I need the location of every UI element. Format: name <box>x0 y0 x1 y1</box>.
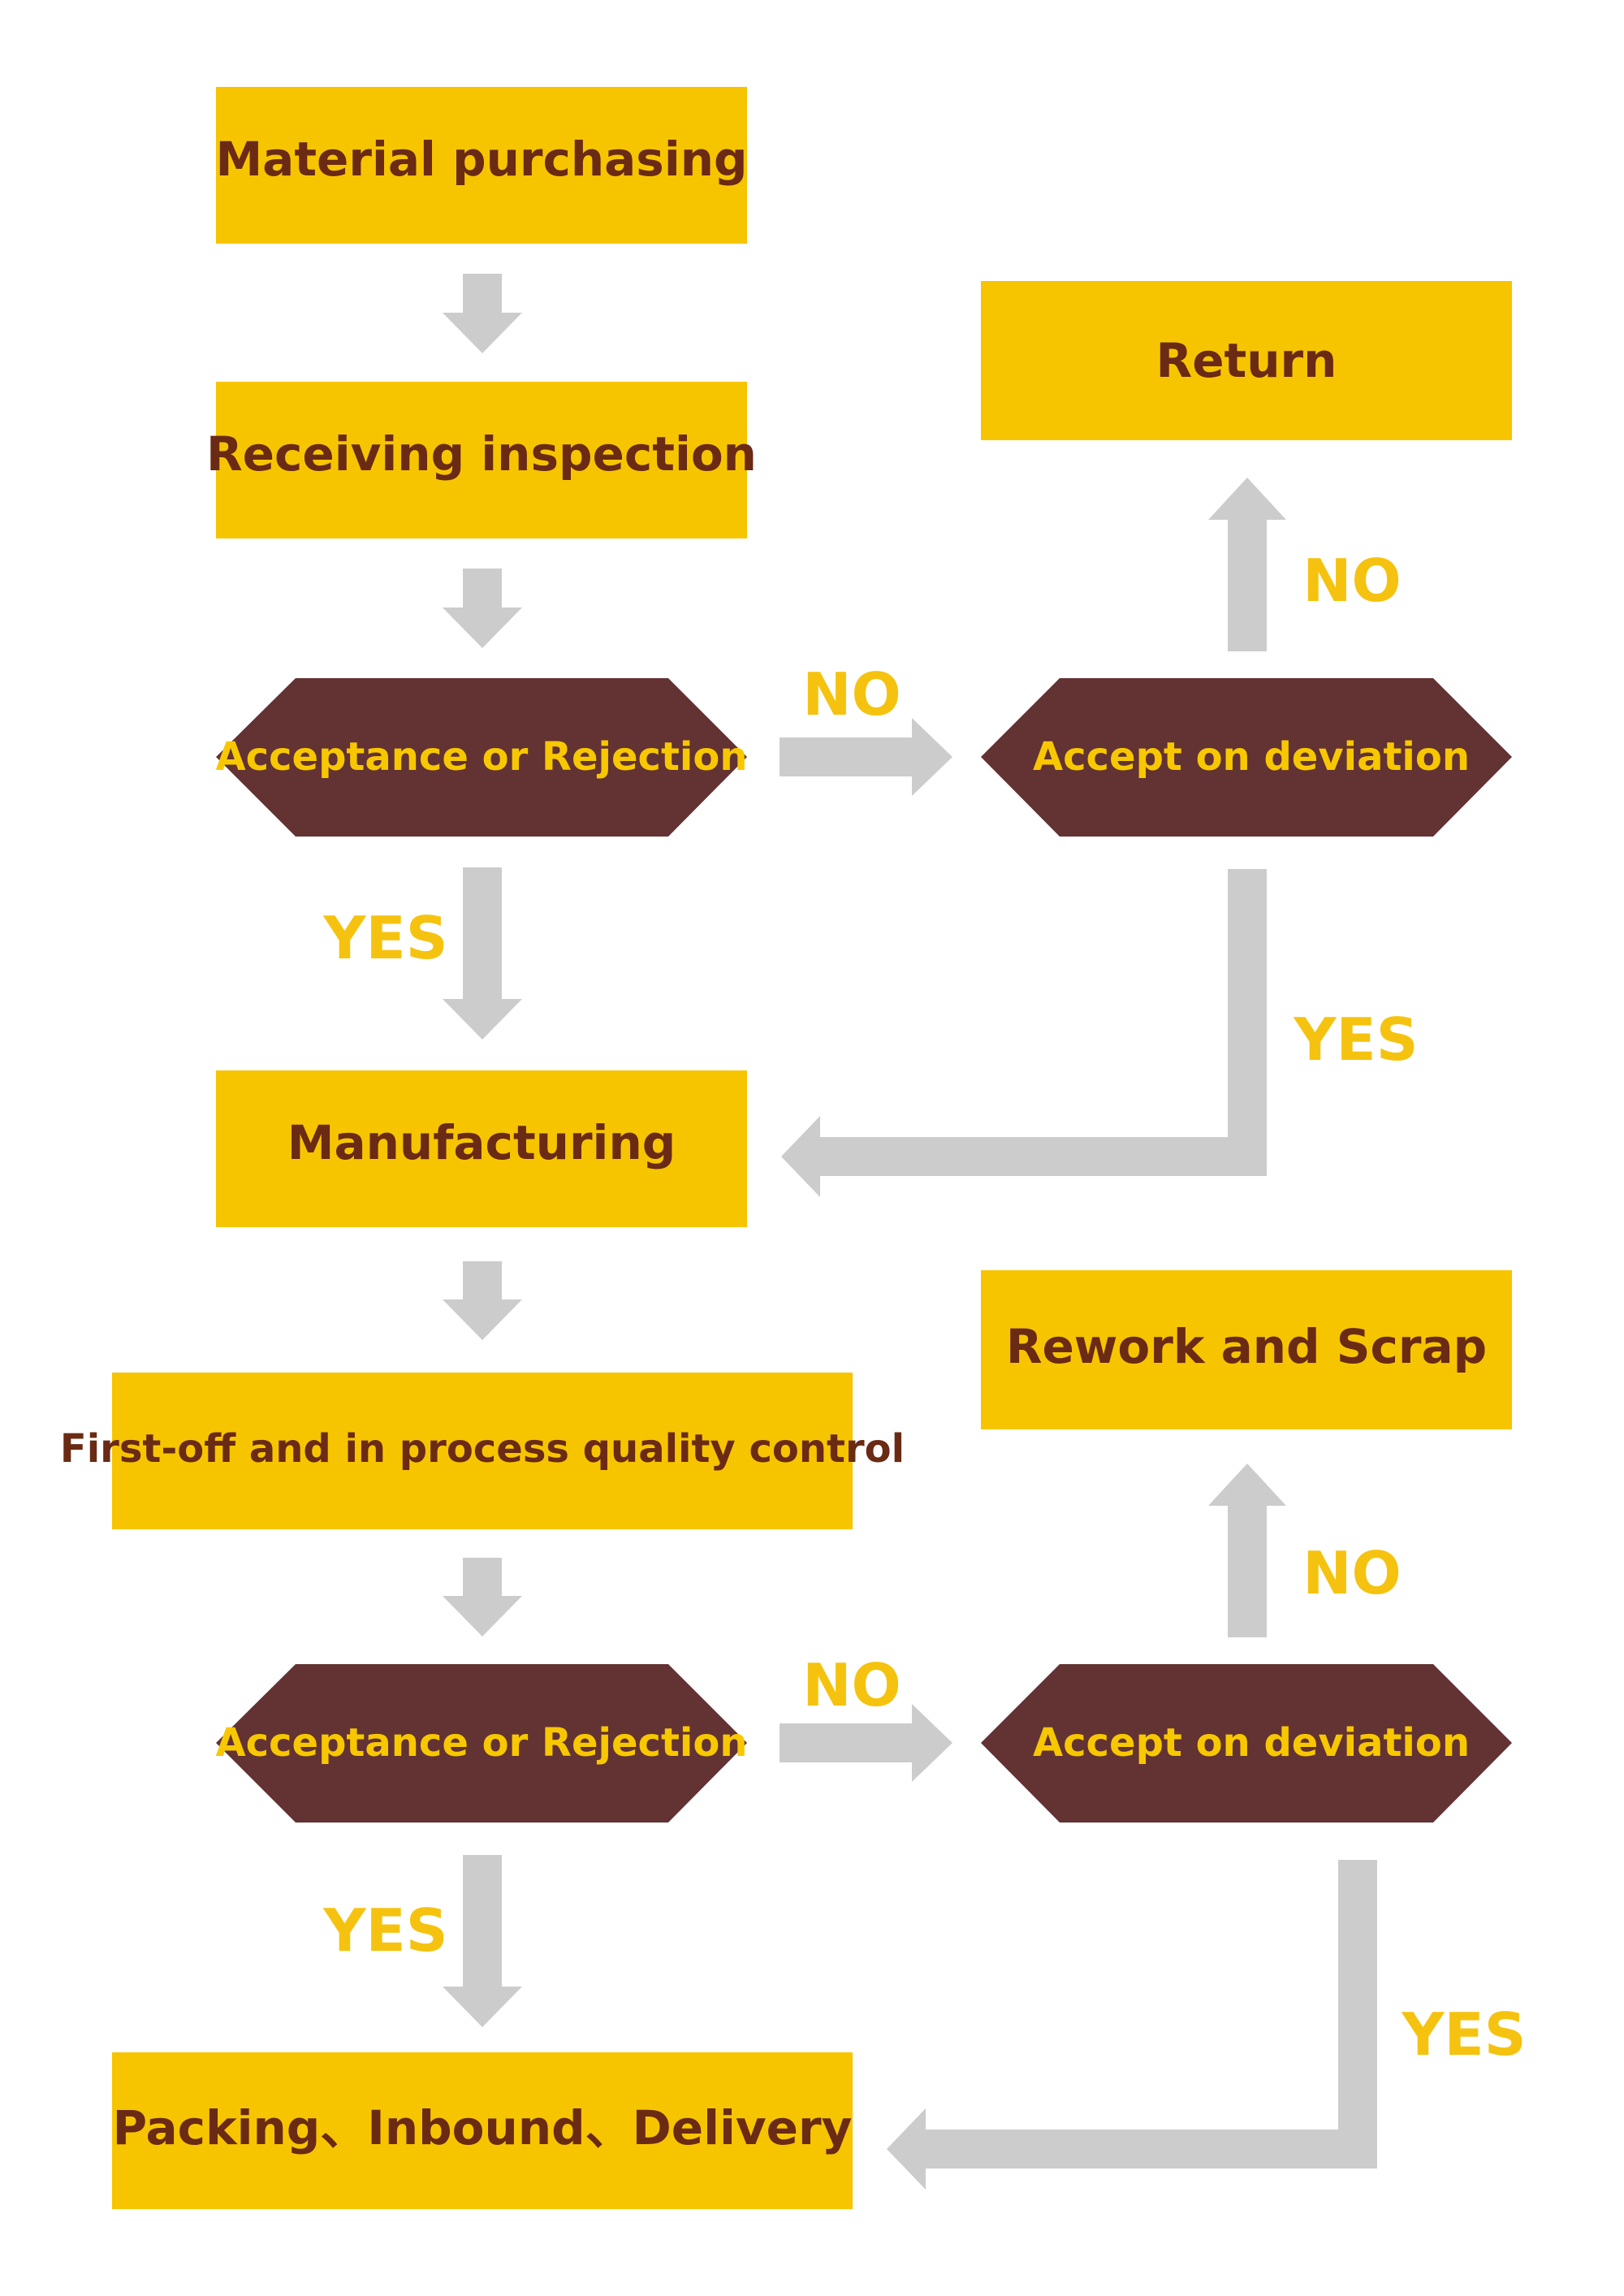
label-yes-2: YES <box>322 1896 447 1965</box>
arrow-down-1 <box>443 274 522 353</box>
arrow-yes-return-2 <box>887 1860 1377 2190</box>
box-rework-scrap: Rework and Scrap <box>981 1270 1512 1429</box>
decision-acceptance-1-label: Acceptance or Rejection <box>215 734 747 780</box>
box-rework-scrap-label: Rework and Scrap <box>1006 1319 1487 1374</box>
decision-deviation-1: Accept on deviation <box>981 678 1512 837</box>
box-first-off-qc: First-off and in process quality control <box>60 1373 905 1529</box>
label-yes-1: YES <box>322 904 447 972</box>
box-material-purchasing-label: Material purchasing <box>215 132 747 187</box>
arrow-yes-return-1 <box>781 869 1267 1197</box>
label-yes-deviation-1: YES <box>1293 1005 1418 1074</box>
box-return: Return <box>981 281 1512 440</box>
decision-acceptance-2-label: Acceptance or Rejection <box>215 1720 747 1766</box>
arrow-yes-down-1 <box>443 867 522 1040</box>
arrow-down-2 <box>443 569 522 648</box>
decision-acceptance-2: Acceptance or Rejection <box>215 1664 748 1823</box>
box-packing-label: Packing、Inbound、Delivery <box>113 2100 853 2155</box>
arrow-no-up-2 <box>1208 1464 1286 1637</box>
box-manufacturing-label: Manufacturing <box>287 1115 676 1170</box>
arrow-down-4 <box>443 1558 522 1637</box>
box-receiving-inspection: Receiving inspection <box>206 382 757 538</box>
decision-deviation-2-label: Accept on deviation <box>1033 1720 1470 1766</box>
decision-acceptance-1: Acceptance or Rejection <box>215 678 748 837</box>
label-yes-deviation-2: YES <box>1401 2000 1526 2069</box>
decision-deviation-2: Accept on deviation <box>981 1664 1512 1823</box>
label-no-rework: NO <box>1302 1539 1401 1607</box>
arrow-yes-down-2 <box>443 1855 522 2027</box>
label-no-2: NO <box>802 1651 901 1719</box>
arrow-down-3 <box>443 1261 522 1340</box>
label-no-1: NO <box>802 660 901 729</box>
box-first-off-qc-label: First-off and in process quality control <box>60 1426 905 1472</box>
box-return-label: Return <box>1156 333 1337 388</box>
box-receiving-inspection-label: Receiving inspection <box>206 426 757 482</box>
decision-deviation-1-label: Accept on deviation <box>1033 734 1470 780</box>
label-no-return: NO <box>1302 547 1401 615</box>
arrow-no-right-1 <box>780 718 952 796</box>
arrow-no-up-1 <box>1208 478 1286 651</box>
box-packing: Packing、Inbound、Delivery <box>112 2052 853 2209</box>
arrow-no-right-2 <box>780 1704 952 1782</box>
box-material-purchasing: Material purchasing <box>215 87 748 244</box>
box-manufacturing: Manufacturing <box>216 1070 747 1227</box>
